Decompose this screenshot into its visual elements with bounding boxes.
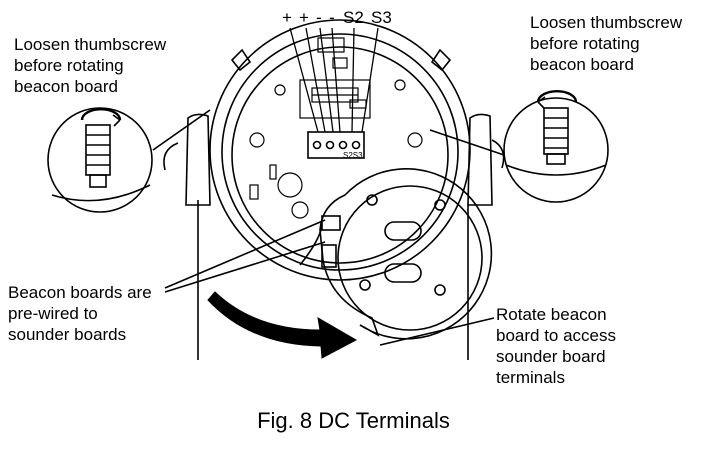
- figure-caption: Fig. 8 DC Terminals: [257, 408, 450, 433]
- terminal-label-minus-1: -: [316, 8, 322, 27]
- callout-loosen-thumbscrew-left: Loosen thumbscrew before rotating beacon…: [14, 34, 166, 97]
- housing-outer: [209, 19, 471, 281]
- leader-left-top: [152, 109, 211, 151]
- leader-right-top: [429, 129, 505, 156]
- callout-line: terminals: [496, 368, 565, 387]
- mounting-bracket: [163, 113, 505, 360]
- thumbscrew-left-inset: [47, 107, 153, 213]
- terminal-label-minus-2: -: [329, 8, 335, 27]
- leader-right-bottom: [379, 317, 495, 346]
- callout-line: sounder board: [496, 347, 606, 366]
- callout-line: beacon board: [530, 55, 634, 74]
- callout-loosen-thumbscrew-right: Loosen thumbscrew before rotating beacon…: [530, 12, 682, 75]
- terminal-label-s3: S3: [371, 8, 392, 27]
- callout-beacon-boards-prewired: Beacon boards are pre-wired to sounder b…: [8, 282, 152, 345]
- beacon-board: [299, 167, 493, 340]
- callout-line: beacon board: [14, 77, 118, 96]
- terminal-label-s2: S2: [343, 8, 364, 27]
- thumbscrew-right-inset: [503, 89, 609, 203]
- callout-rotate-beacon-board: Rotate beacon board to access sounder bo…: [496, 304, 616, 388]
- callout-line: Beacon boards are: [8, 283, 152, 302]
- callout-line: board to access: [496, 326, 617, 345]
- terminal-wires: [289, 27, 379, 133]
- terminal-block: S2S3: [307, 131, 365, 160]
- callout-line: Rotate beacon: [496, 305, 607, 324]
- callout-line: Loosen thumbscrew: [530, 13, 683, 32]
- terminal-label-plus-2: +: [299, 8, 309, 27]
- svg-text:S2S3: S2S3: [343, 151, 363, 160]
- callout-line: pre-wired to: [8, 304, 98, 323]
- rotation-arrow: [207, 291, 358, 359]
- callout-line: before rotating: [530, 34, 640, 53]
- callout-line: Loosen thumbscrew: [14, 35, 167, 54]
- callout-line: before rotating: [14, 56, 124, 75]
- leader-left-bottom-2: [164, 241, 326, 293]
- leader-left-bottom-1: [164, 219, 326, 289]
- sounder-board: [249, 37, 423, 219]
- terminal-label-plus-1: +: [282, 8, 292, 27]
- callout-line: sounder boards: [8, 325, 127, 344]
